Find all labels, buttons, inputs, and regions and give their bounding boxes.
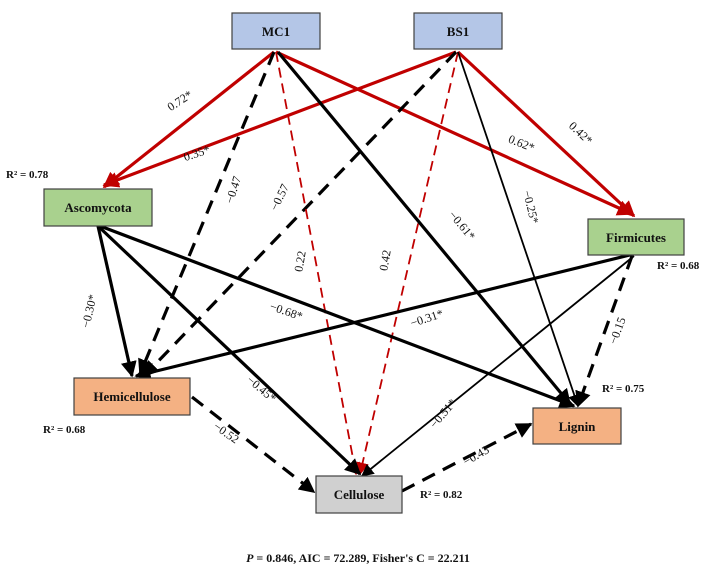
- coefficient-label-bs1-lignin: −0.25*: [520, 189, 542, 225]
- path-arrows: [96, 50, 636, 494]
- path-arrow-bs1-lignin: [457, 51, 581, 408]
- footer-p-symbol: P: [246, 551, 254, 565]
- path-arrow-ascomycota-lignin: [99, 224, 576, 409]
- path-arrow-cellulose-lignin: [401, 422, 533, 493]
- node-mc1: MC1: [231, 12, 321, 50]
- coefficient-label-mc1-ascomycota: 0.72*: [165, 87, 195, 113]
- node-bs1-label: BS1: [447, 24, 469, 39]
- coefficient-label-mc1-lignin: −0.61*: [446, 208, 478, 243]
- path-arrow-mc1-hemicellulose: [138, 51, 276, 376]
- r2-lignin: R² = 0.75: [602, 383, 645, 395]
- node-ascomycota: Ascomycota: [43, 188, 153, 227]
- r2-cellulose: R² = 0.82: [420, 489, 463, 501]
- r2-ascomycota: R² = 0.78: [6, 169, 49, 181]
- coefficient-label-bs1-firmicutes: 0.42*: [566, 119, 595, 148]
- node-lignin: Lignin: [532, 407, 622, 445]
- node-cellulose-label: Cellulose: [334, 487, 385, 502]
- node-firmicutes-label: Firmicutes: [606, 230, 666, 245]
- node-ascomycota-label: Ascomycota: [64, 200, 132, 215]
- path-arrow-bs1-firmicutes: [456, 50, 636, 218]
- node-firmicutes: Firmicutes: [587, 218, 685, 256]
- path-arrow-bs1-ascomycota: [102, 50, 457, 188]
- coefficient-label-ascomycota-cellulose: −0.45*: [244, 373, 279, 405]
- coefficient-label-mc1-firmicutes: 0.62*: [506, 132, 536, 155]
- path-arrow-mc1-ascomycota: [102, 50, 275, 189]
- node-bs1: BS1: [413, 12, 503, 50]
- coefficient-label-ascomycota-lignin: −0.31*: [409, 306, 445, 330]
- path-arrow-ascomycota-hemicellulose: [96, 225, 137, 378]
- coefficient-label-mc1-hemicellulose: −0.47: [222, 174, 244, 205]
- path-arrow-bs1-hemicellulose: [142, 50, 458, 378]
- coefficient-label-mc1-cellulose: 0.22: [291, 250, 308, 273]
- path-arrow-firmicutes-cellulose: [361, 255, 635, 477]
- r2-hemicellulose: R² = 0.68: [43, 424, 86, 436]
- node-lignin-label: Lignin: [559, 419, 597, 434]
- path-arrow-mc1-lignin: [276, 50, 572, 406]
- path-arrow-mc1-firmicutes: [275, 50, 634, 216]
- coefficient-label-firmicutes-lignin: −0.15: [606, 315, 629, 346]
- coefficient-label-hemicellulose-cellulose: −0.52: [211, 419, 242, 446]
- r2-firmicutes: R² = 0.68: [657, 260, 700, 272]
- node-hemicellulose: Hemicellulose: [73, 377, 191, 416]
- coefficient-label-firmicutes-cellulose: −0.51*: [427, 396, 459, 431]
- node-cellulose: Cellulose: [315, 475, 403, 514]
- path-arrow-ascomycota-cellulose: [96, 224, 362, 476]
- path-arrow-bs1-cellulose: [356, 51, 459, 476]
- path-arrow-hemicellulose-cellulose: [191, 395, 316, 494]
- node-hemicellulose-label: Hemicellulose: [93, 389, 170, 404]
- path-arrow-firmicutes-hemicellulose: [134, 252, 635, 381]
- path-arrow-firmicutes-lignin: [575, 255, 634, 408]
- coefficient-label-bs1-hemicellulose: −0.57: [267, 182, 292, 213]
- footer-fit-stats: = 0.846, AIC = 72.289, Fisher's C = 22.2…: [253, 551, 470, 565]
- path-arrow-mc1-cellulose: [275, 51, 361, 476]
- model-fit-footer: P = 0.846, AIC = 72.289, Fisher's C = 22…: [246, 551, 470, 565]
- coefficient-label-ascomycota-hemicellulose: −0.30*: [78, 293, 99, 329]
- node-mc1-label: MC1: [262, 24, 290, 39]
- coefficient-label-bs1-cellulose: 0.42: [376, 249, 393, 272]
- coefficient-label-bs1-ascomycota: 0.35*: [182, 142, 212, 164]
